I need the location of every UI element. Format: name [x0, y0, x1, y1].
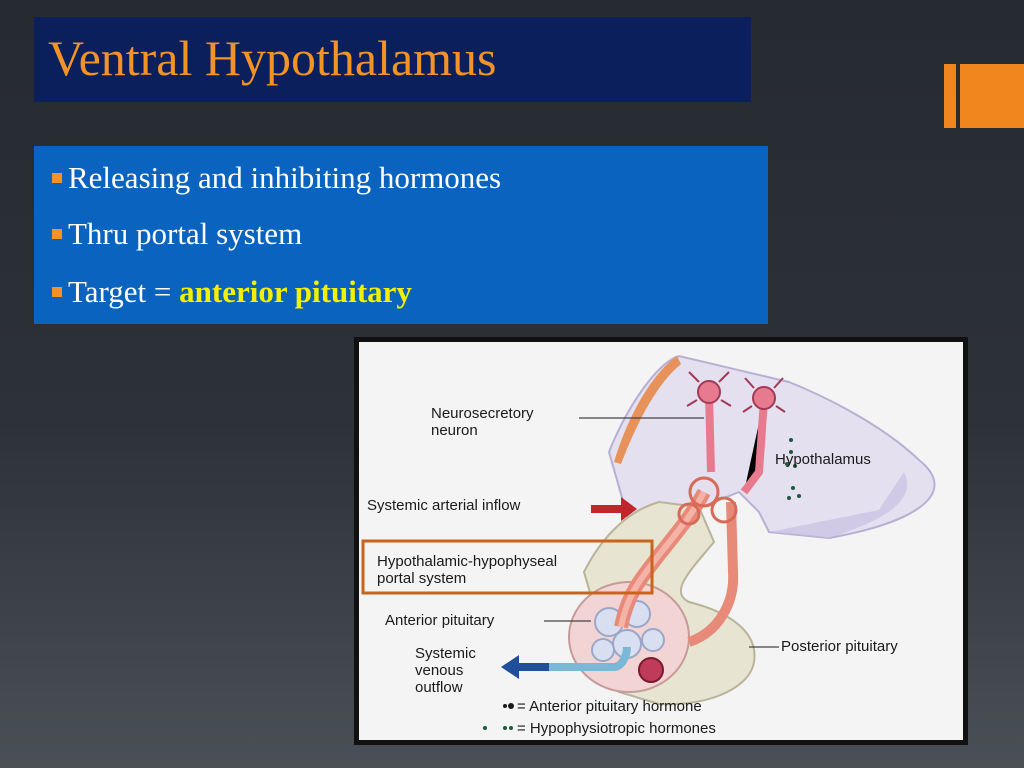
label-neuron: neuron	[431, 422, 478, 439]
label-venous: venous	[415, 662, 463, 679]
label-arterial-inflow: Systemic arterial inflow	[367, 497, 521, 514]
label-anterior-pituitary: Anterior pituitary	[385, 612, 495, 629]
diagram-legend: = Anterior pituitary hormone = Hypophysi…	[483, 698, 716, 737]
bullet-text: Releasing and inhibiting hormones	[68, 160, 502, 195]
label-portal-2: portal system	[377, 570, 466, 587]
label-neurosecretory: Neurosecretory	[431, 405, 534, 422]
bullet-marker	[52, 287, 62, 297]
pituitary-diagram: Neurosecretory neuron Hypothalamus Syste…	[354, 337, 968, 745]
bullet-marker	[52, 173, 62, 183]
bullet-item: Target = anterior pituitary	[52, 276, 412, 307]
arterial-inflow-arrow	[591, 497, 637, 521]
bullet-item: Releasing and inhibiting hormones	[52, 162, 501, 193]
title-box: Ventral Hypothalamus	[34, 17, 751, 102]
bullet-text: Thru portal system	[68, 216, 303, 251]
label-portal-1: Hypothalamic-hypophyseal	[377, 553, 557, 570]
neuron-cells	[686, 371, 786, 495]
legend-hypophysiotropic: = Hypophysiotropic hormones	[517, 720, 716, 737]
slide-title: Ventral Hypothalamus	[48, 30, 497, 86]
label-posterior-pituitary: Posterior pituitary	[781, 638, 898, 655]
bullet-marker	[52, 229, 62, 239]
content-box: Releasing and inhibiting hormones Thru p…	[34, 146, 768, 324]
corner-decoration	[944, 64, 1024, 128]
bullet-text: Target =	[68, 274, 180, 309]
label-outflow: outflow	[415, 679, 463, 696]
label-systemic: Systemic	[415, 645, 476, 662]
diagram-svg: Neurosecretory neuron Hypothalamus Syste…	[359, 342, 963, 740]
venous-outflow-arrow	[501, 655, 549, 679]
label-hypothalamus: Hypothalamus	[775, 451, 871, 468]
bullet-item: Thru portal system	[52, 218, 302, 249]
legend-anterior-hormone: = Anterior pituitary hormone	[517, 698, 702, 715]
bullet-highlight: anterior pituitary	[179, 274, 412, 309]
portal-system-box	[361, 539, 654, 595]
